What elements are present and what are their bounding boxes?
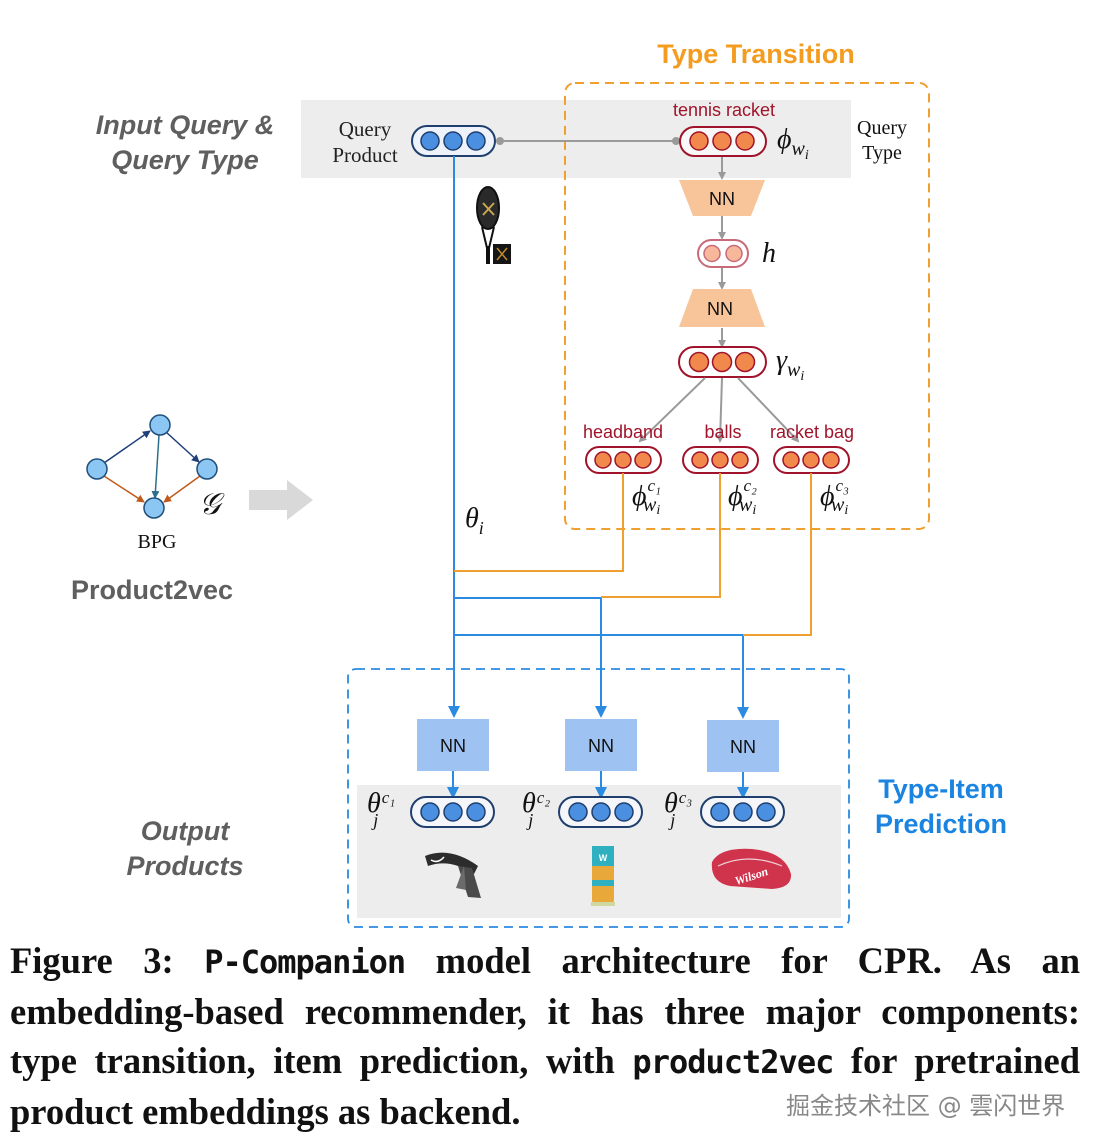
type-label-racket-bag: racket bag bbox=[770, 422, 854, 442]
headband-product-icon bbox=[425, 852, 481, 898]
nn-box-2-label: NN bbox=[588, 736, 614, 756]
figure-caption: Figure 3: P-Companion model architecture… bbox=[10, 936, 1080, 1136]
nn-encoder bbox=[679, 180, 765, 216]
output-title-line2: Products bbox=[126, 851, 243, 881]
nn-box-1: NN bbox=[417, 719, 489, 771]
arrow-to-balls bbox=[716, 377, 725, 443]
type-transition-box bbox=[564, 82, 930, 530]
complementary-type-balls: balls bbox=[682, 422, 759, 474]
nn-box-2: NN bbox=[565, 719, 637, 771]
gamma-embedding bbox=[678, 346, 767, 378]
orange-line-c2 bbox=[601, 473, 721, 598]
caption-text-2: for pretrained product embeddings as bac… bbox=[10, 1040, 1080, 1132]
svg-text:W: W bbox=[599, 853, 608, 863]
output-embedding-1 bbox=[410, 796, 495, 828]
graph-node bbox=[149, 414, 171, 436]
query-type-label-line1: Query bbox=[857, 117, 907, 139]
orange-line-c3 bbox=[743, 473, 812, 636]
type-item-title-line2: Prediction bbox=[875, 809, 1007, 839]
query-product-label-line2: Product bbox=[332, 143, 397, 167]
type-label-balls: balls bbox=[704, 422, 741, 442]
orange-line-c1 bbox=[454, 473, 624, 572]
nn-box-3: NN bbox=[707, 720, 779, 772]
right-arrow-icon bbox=[249, 480, 313, 520]
bpg-label: BPG bbox=[138, 531, 177, 553]
theta-i-symbol: θi bbox=[465, 503, 484, 538]
caption-text-1: model architecture for CPR. As an embedd… bbox=[10, 940, 1080, 1081]
watermark: 掘金技术社区 @ 雲闪世界 bbox=[786, 1092, 1066, 1120]
tennis-racket-icon bbox=[476, 186, 511, 264]
arrow-to-racket-bag bbox=[737, 377, 800, 443]
output-title-line1: Output bbox=[141, 816, 230, 846]
input-title-line2: Query Type bbox=[111, 145, 259, 175]
bpg-graph bbox=[86, 414, 218, 519]
graph-symbol: 𝒢 bbox=[199, 488, 225, 521]
product2vec-title: Product2vec bbox=[71, 575, 233, 605]
caption-model-name: P-Companion bbox=[204, 943, 406, 981]
graph-node bbox=[86, 458, 108, 480]
nn-decoder-label: NN bbox=[707, 299, 733, 319]
nn-encoder-label: NN bbox=[709, 189, 735, 209]
type-item-prediction-box bbox=[347, 668, 850, 928]
gamma-symbol: γwi bbox=[776, 345, 804, 384]
graph-node bbox=[196, 458, 218, 480]
type-label-headband: headband bbox=[583, 422, 663, 442]
phi-symbol: ϕwi bbox=[777, 124, 809, 163]
nn-box-1-label: NN bbox=[440, 736, 466, 756]
racket-bag-product-icon: Wilson bbox=[711, 848, 792, 889]
caption-prefix: Figure 3: bbox=[10, 940, 205, 981]
query-type-label-line2: Type bbox=[862, 142, 902, 164]
connector-dot-right bbox=[672, 137, 680, 145]
caption-code-term: product2vec bbox=[632, 1043, 834, 1081]
architecture-diagram: Type Transition Input Query & Query Type… bbox=[71, 39, 1007, 928]
query-type-name: tennis racket bbox=[673, 100, 775, 120]
arrow-to-headband bbox=[638, 377, 706, 443]
query-type-embedding bbox=[679, 126, 767, 157]
nn-box-3-label: NN bbox=[730, 737, 756, 757]
input-title-line1: Input Query & bbox=[96, 110, 275, 140]
query-product-embedding bbox=[411, 125, 496, 157]
hidden-embedding bbox=[697, 239, 749, 268]
query-product-label-line1: Query bbox=[339, 117, 392, 141]
type-transition-title: Type Transition bbox=[657, 39, 855, 69]
hidden-symbol: h bbox=[762, 238, 776, 269]
tennis-balls-product-icon: W bbox=[591, 846, 615, 906]
output-embedding-2 bbox=[558, 796, 643, 828]
output-embedding-3 bbox=[700, 796, 785, 828]
graph-node bbox=[143, 497, 165, 519]
nn-decoder bbox=[679, 289, 765, 327]
complementary-type-racket-bag: racket bag bbox=[770, 422, 854, 474]
type-item-title-line1: Type-Item bbox=[878, 774, 1004, 804]
connector-dot-left bbox=[496, 137, 504, 145]
complementary-type-headband: headband bbox=[583, 422, 663, 474]
